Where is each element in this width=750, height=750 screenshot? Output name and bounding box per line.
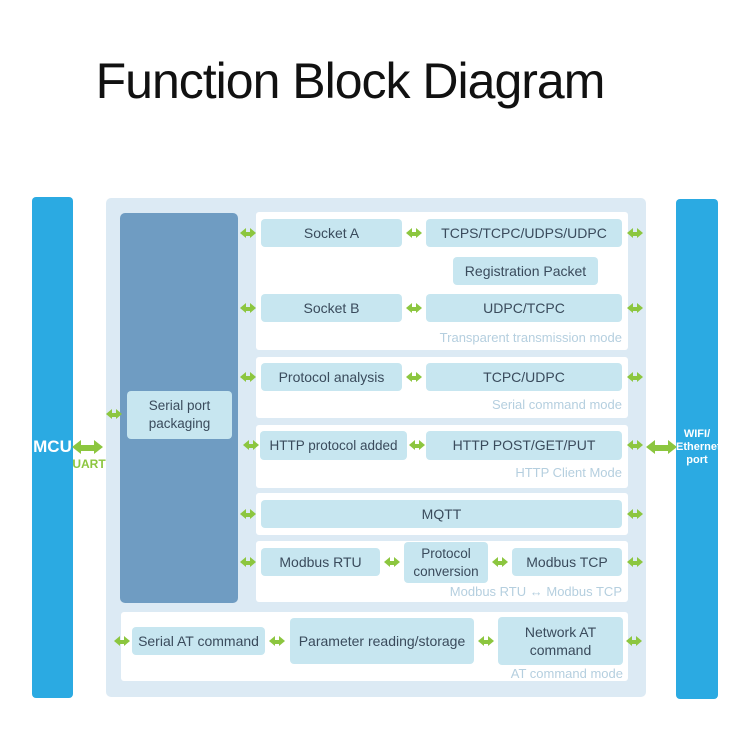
box-http-protocol-added: HTTP protocol added bbox=[260, 431, 407, 460]
serial-packaging-double-arrow-icon bbox=[106, 409, 122, 420]
double-arrow-icon bbox=[406, 228, 422, 239]
mode-label-http-client: HTTP Client Mode bbox=[515, 465, 622, 480]
double-arrow-icon bbox=[114, 636, 130, 647]
double-arrow-icon bbox=[269, 636, 285, 647]
box-protocol-conversion: Protocol conversion bbox=[404, 542, 488, 583]
double-arrow-icon bbox=[627, 509, 643, 520]
double-arrow-icon bbox=[240, 509, 256, 520]
mcu-label: MCU bbox=[33, 437, 72, 456]
double-arrow-icon bbox=[627, 440, 643, 451]
wifi-ethernet-label-line1: WIFI/ bbox=[683, 428, 711, 440]
box-http-post-get-put: HTTP POST/GET/PUT bbox=[426, 431, 622, 460]
box-registration-packet: Registration Packet bbox=[453, 257, 598, 285]
wifi-ethernet-label-line3: port bbox=[686, 453, 708, 466]
box-serial-at-command: Serial AT command bbox=[132, 627, 265, 655]
double-arrow-icon bbox=[406, 303, 422, 314]
double-arrow-icon bbox=[627, 372, 643, 383]
double-arrow-icon bbox=[243, 440, 259, 451]
double-arrow-icon bbox=[627, 557, 643, 568]
wifi-ethernet-bar bbox=[676, 199, 718, 699]
double-arrow-icon bbox=[627, 303, 643, 314]
double-arrow-icon bbox=[478, 636, 494, 647]
double-arrow-icon bbox=[409, 440, 425, 451]
wifi-ethernet-label-line2: Ethernet bbox=[676, 440, 721, 453]
double-arrow-icon bbox=[240, 228, 256, 239]
uart-label: UART bbox=[72, 457, 106, 471]
double-arrow-icon bbox=[406, 372, 422, 383]
double-arrow-icon bbox=[384, 557, 400, 568]
box-parameter-reading-storage: Parameter reading/storage bbox=[290, 618, 474, 664]
box-network-at-command: Network AT command bbox=[498, 617, 623, 665]
box-socket-a: Socket A bbox=[261, 219, 402, 247]
mcu-bar bbox=[32, 197, 73, 698]
double-arrow-icon bbox=[627, 228, 643, 239]
mode-label-modbus: Modbus RTU ↔ Modbus TCP bbox=[449, 584, 622, 599]
page-title: Function Block Diagram bbox=[95, 53, 606, 109]
serial-port-packaging-box: Serial port packaging bbox=[127, 391, 232, 439]
box-socket-b: Socket B bbox=[261, 294, 402, 322]
double-arrow-icon bbox=[240, 372, 256, 383]
double-arrow-icon bbox=[626, 636, 642, 647]
double-arrow-icon bbox=[240, 557, 256, 568]
box-socket-b-protocols: UDPC/TCPC bbox=[426, 294, 622, 322]
mode-label-transparent-transmission: Transparent transmission mode bbox=[439, 330, 622, 345]
box-mqtt: MQTT bbox=[261, 500, 622, 528]
mode-label-serial-command: Serial command mode bbox=[491, 397, 622, 412]
wifi-ethernet-label: WIFI/ Ethernet port bbox=[676, 428, 721, 467]
box-protocol-analysis: Protocol analysis bbox=[261, 363, 402, 391]
box-modbus-rtu: Modbus RTU bbox=[261, 548, 380, 576]
double-arrow-icon bbox=[492, 557, 508, 568]
box-modbus-tcp: Modbus TCP bbox=[512, 548, 622, 576]
double-arrow-icon bbox=[240, 303, 256, 314]
mode-label-at-command: AT command mode bbox=[510, 666, 623, 681]
box-socket-a-protocols: TCPS/TCPC/UDPS/UDPC bbox=[426, 219, 622, 247]
wifi-port-double-arrow-icon bbox=[646, 440, 677, 455]
mcu-uart-double-arrow-icon bbox=[72, 440, 103, 455]
box-tcpc-udpc: TCPC/UDPC bbox=[426, 363, 622, 391]
